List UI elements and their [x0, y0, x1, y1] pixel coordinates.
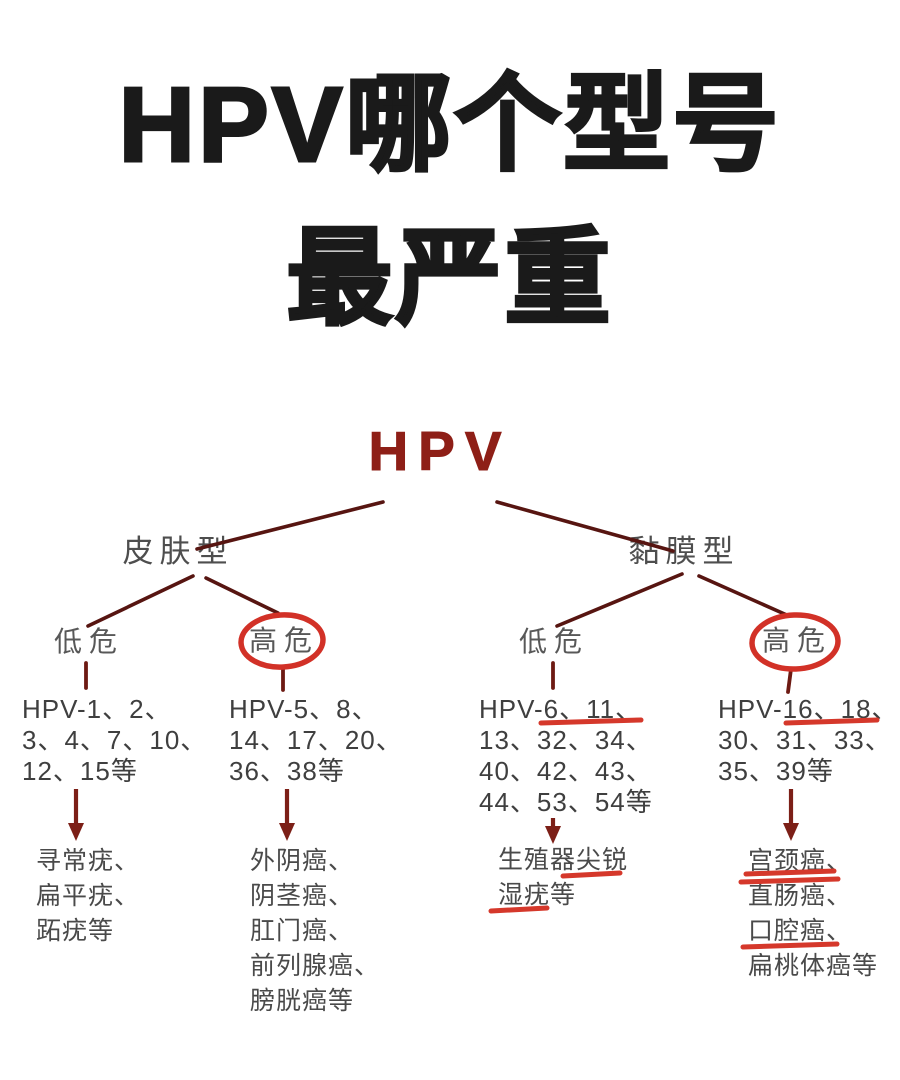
outcomes-skin-low: 寻常疣、 扁平疣、 跖疣等 — [36, 844, 140, 949]
arrowhead-skin-low — [68, 823, 84, 841]
outcomes-skin-high: 外阴癌、 阴茎癌、 肛门癌、 前列腺癌、 膀胱癌等 — [250, 844, 380, 1019]
arrowhead-skin-high — [279, 823, 295, 841]
connector-skin-to-low — [86, 574, 195, 628]
type-line: HPV-16、18、 — [718, 694, 899, 724]
type-line: 3、4、7、10、 — [22, 725, 208, 755]
connector-skin-to-high — [204, 576, 280, 615]
tree-root-hpv: HPV — [368, 420, 512, 482]
connector-mucosal-to-low — [555, 572, 684, 628]
stub-mucosal-high — [786, 667, 793, 694]
node-mucosal-high-risk: 高危 — [761, 625, 833, 656]
node-skin-type: 皮肤型 — [122, 534, 234, 569]
node-skin-low-risk: 低危 — [53, 626, 125, 657]
outcome-line: 湿疣等 — [498, 881, 577, 909]
node-mucosal-low-risk: 低危 — [518, 626, 590, 657]
outcome-line: 外阴癌、 — [250, 847, 355, 875]
outcome-line: 膀胱癌等 — [250, 987, 355, 1015]
types-mucosal-low: HPV-6、11、 13、32、34、 40、42、43、 44、53、54等 — [479, 694, 653, 818]
type-line: 13、32、34、 — [479, 725, 653, 755]
outcome-line: 宫颈癌、 — [748, 847, 853, 875]
type-line: 12、15等 — [22, 756, 138, 786]
type-line: 14、17、20、 — [229, 725, 403, 755]
outcome-line: 生殖器尖锐 — [498, 846, 629, 874]
outcome-line: 跖疣等 — [36, 917, 115, 945]
connector-mucosal-to-high — [697, 574, 791, 618]
outcomes-mucosal-high: 宫颈癌、 直肠癌、 口腔癌、 扁桃体癌等 — [748, 844, 878, 984]
headline-line-1: HPV哪个型号 — [117, 66, 782, 184]
type-line: 40、42、43、 — [479, 756, 653, 786]
type-line: HPV-6、11、 — [479, 694, 643, 724]
node-mucosal-type: 黏膜型 — [628, 534, 740, 569]
type-line: 30、31、33、 — [718, 725, 892, 755]
outcome-line: 寻常疣、 — [36, 847, 141, 875]
node-skin-high-risk: 高危 — [248, 625, 320, 656]
types-skin-high: HPV-5、8、 14、17、20、 36、38等 — [229, 694, 403, 787]
arrowhead-mucosal-high — [783, 823, 799, 841]
types-mucosal-high: HPV-16、18、 30、31、33、 35、39等 — [718, 694, 899, 787]
outcome-line: 前列腺癌、 — [250, 952, 381, 980]
outcome-line: 扁平疣、 — [36, 882, 141, 910]
outcome-line: 阴茎癌、 — [250, 882, 355, 910]
outcome-line: 肛门癌、 — [250, 917, 355, 945]
outcome-line: 扁桃体癌等 — [748, 952, 879, 980]
outcome-line: 直肠癌、 — [748, 882, 853, 910]
type-line: 44、53、54等 — [479, 787, 653, 817]
arrowhead-mucosal-low — [545, 826, 561, 844]
types-skin-low: HPV-1、2、 3、4、7、10、 12、15等 — [22, 694, 207, 787]
type-line: 36、38等 — [229, 756, 345, 786]
type-line: HPV-5、8、 — [229, 694, 379, 724]
outcome-line: 口腔癌、 — [748, 917, 853, 945]
type-line: HPV-1、2、 — [22, 694, 172, 724]
outcomes-mucosal-low: 生殖器尖锐 湿疣等 — [498, 843, 628, 913]
type-line: 35、39等 — [718, 756, 834, 786]
headline-line-2: 最严重 — [285, 220, 614, 338]
